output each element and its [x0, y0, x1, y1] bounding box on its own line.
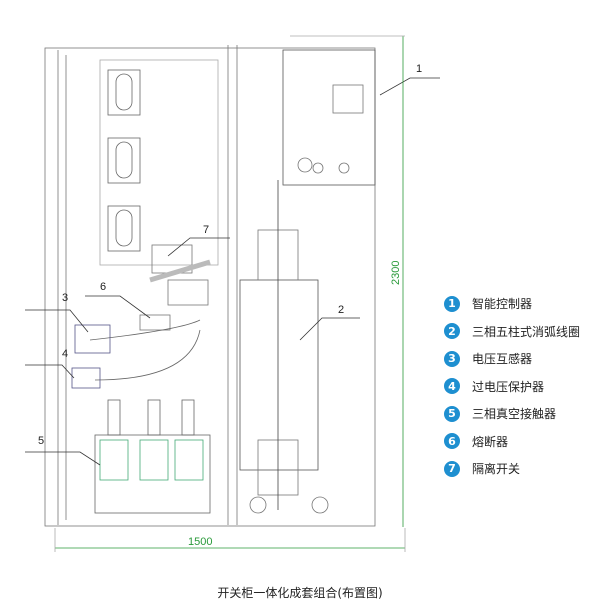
callout-7: 7 [203, 224, 209, 236]
controller-box [282, 49, 376, 186]
caption: 开关柜一体化成套组合(布置图) [217, 586, 383, 600]
coil-cylinder [239, 279, 319, 471]
badge: 1 [444, 295, 460, 312]
callout-6: 6 [100, 281, 106, 293]
callout-leaders [25, 77, 440, 466]
legend-label: 隔离开关 [472, 462, 521, 477]
callout-3: 3 [62, 292, 68, 304]
legend-label: 熔断器 [472, 434, 509, 449]
insulators [107, 69, 141, 252]
controller-handle [332, 84, 364, 114]
legend-item: 2 三相五柱式消弧线圈 [444, 318, 580, 346]
badge: 2 [444, 323, 460, 340]
badge: 5 [444, 405, 460, 422]
cabinet-outline [44, 47, 376, 527]
legend-item: 6 熔断器 [444, 428, 580, 456]
controller-knob [297, 157, 313, 173]
legend-label: 过电压保护器 [472, 379, 545, 394]
callout-5: 5 [38, 435, 44, 447]
badge: 4 [444, 378, 460, 395]
legend-item: 4 过电压保护器 [444, 373, 580, 401]
badge: 7 [444, 460, 460, 477]
surge-arrester [71, 367, 101, 389]
legend-label: 电压互感器 [472, 352, 533, 367]
dimension-lines [54, 35, 406, 552]
fuse [139, 314, 171, 331]
badge: 6 [444, 433, 460, 450]
callout-4: 4 [62, 348, 68, 360]
busbar-plate [99, 59, 219, 266]
width-dimension: 1500 [188, 536, 212, 548]
voltage-transformer [74, 324, 111, 354]
legend-item: 3 电压互感器 [444, 345, 580, 373]
legend-label: 三相真空接触器 [472, 407, 557, 422]
height-dimension: 2300 [390, 261, 402, 285]
badge: 3 [444, 350, 460, 367]
callout-2: 2 [338, 304, 344, 316]
callout-1: 1 [416, 63, 422, 75]
legend-label: 智能控制器 [472, 297, 533, 312]
vacuum-contactors [99, 439, 204, 481]
legend: 1 智能控制器 2 三相五柱式消弧线圈 3 电压互感器 4 过电压保护器 5 三相真空接触… [444, 290, 580, 483]
legend-label: 三相五柱式消弧线圈 [472, 324, 581, 339]
legend-item: 7 隔离开关 [444, 455, 580, 483]
legend-item: 5 三相真空接触器 [444, 400, 580, 428]
legend-item: 1 智能控制器 [444, 290, 580, 318]
